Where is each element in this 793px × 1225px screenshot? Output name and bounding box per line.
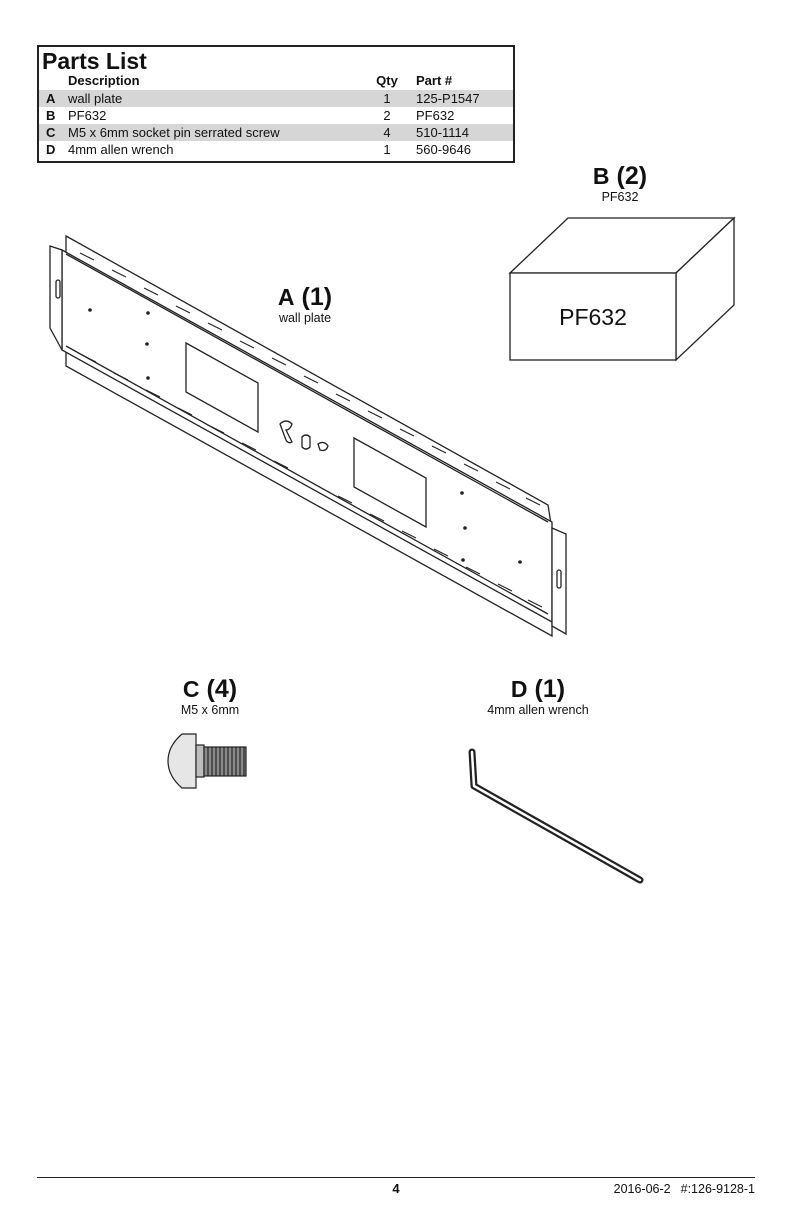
box-b-text: PF632	[510, 304, 676, 331]
label-c: C (4) M5 x 6mm	[160, 676, 260, 717]
label-b-count: (2)	[617, 162, 648, 190]
label-d-letter: D	[511, 676, 528, 702]
label-a-caption: wall plate	[255, 311, 355, 325]
label-d-count: (1)	[535, 675, 566, 703]
label-d-caption: 4mm allen wrench	[470, 703, 606, 717]
footer-divider	[37, 1177, 755, 1178]
label-d: D (1) 4mm allen wrench	[470, 676, 606, 717]
footer-doc-number: #:126-9128-1	[681, 1182, 755, 1196]
label-a-letter: A	[278, 284, 295, 310]
label-c-letter: C	[183, 676, 200, 702]
label-b-caption: PF632	[570, 190, 670, 204]
label-c-caption: M5 x 6mm	[160, 703, 260, 717]
label-a: A (1) wall plate	[255, 284, 355, 325]
label-c-count: (4)	[207, 675, 238, 703]
page-number: 4	[384, 1181, 408, 1196]
label-b: B (2) PF632	[570, 163, 670, 204]
pf632-box-illustration	[510, 218, 734, 360]
screw-illustration	[168, 734, 246, 788]
label-b-letter: B	[593, 163, 610, 189]
label-a-count: (1)	[302, 283, 333, 311]
footer-doc-ref: 2016-06-2 #:126-9128-1	[604, 1182, 755, 1196]
allen-wrench-illustration	[472, 752, 640, 880]
footer-date: 2016-06-2	[614, 1182, 671, 1196]
